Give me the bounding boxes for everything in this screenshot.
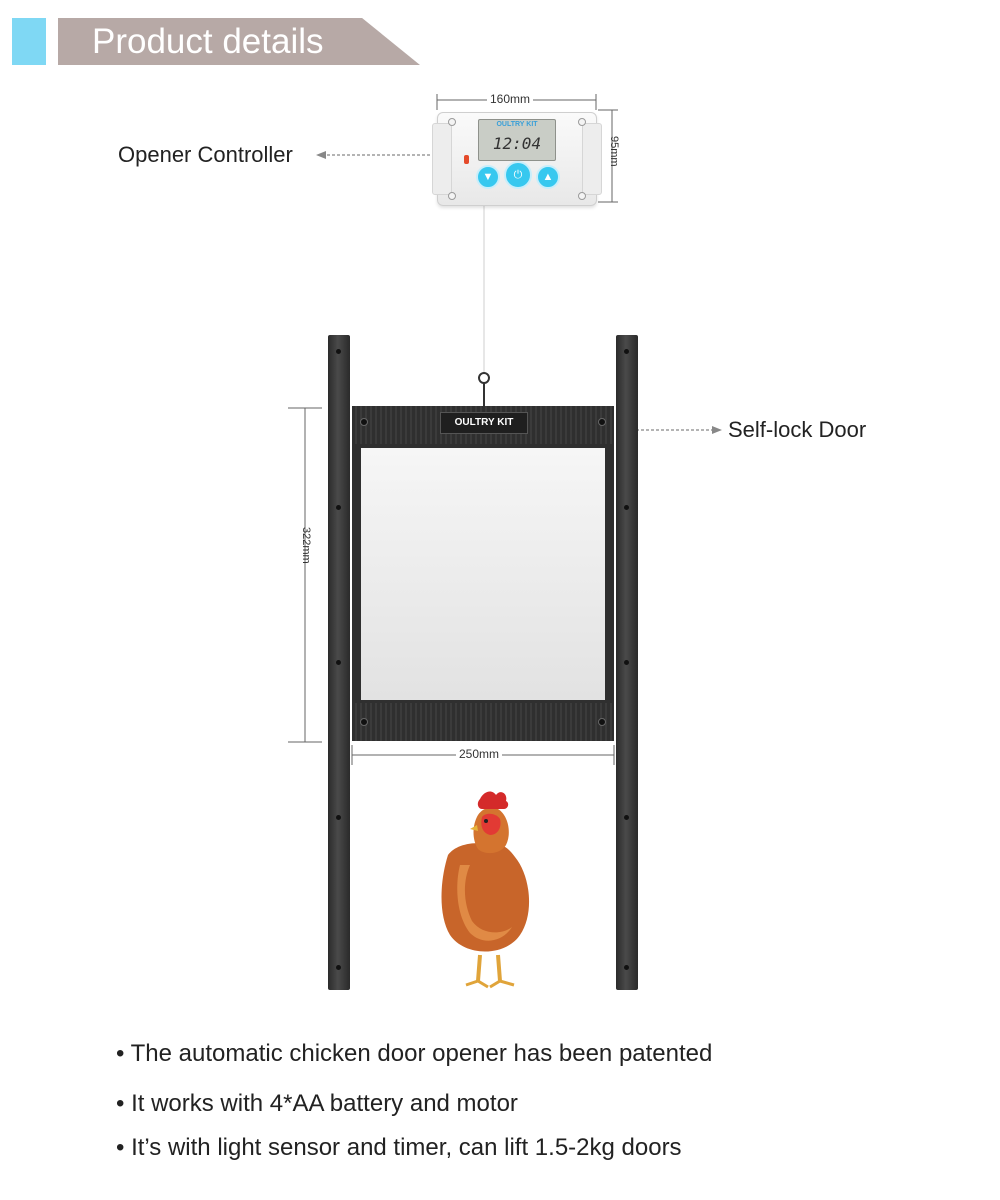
door-height-label: 322mm [300,527,312,564]
door-rail-right [616,335,638,990]
self-lock-door-label: Self-lock Door [728,417,867,442]
door-panel [361,448,605,700]
controller-mount-left [432,123,452,195]
header-banner [58,18,420,65]
controller-mount-right [582,123,602,195]
controller-lcd: OULTRY KIT 12:04 [478,119,556,161]
feature-battery: • It works with 4*AA battery and motor [116,1090,518,1117]
door-bottom-band [352,703,614,741]
controller-height-label: 95mm [608,136,620,167]
up-arrow-button[interactable]: ▲ [536,165,560,189]
chicken-image [441,791,530,989]
screw-icon [360,718,368,726]
screw-icon [578,192,586,200]
screw-icon [598,718,606,726]
opener-controller: OULTRY KIT 12:04 ▼ ⏻ ▲ [432,112,602,206]
down-arrow-button[interactable]: ▼ [476,165,500,189]
screw-icon [598,418,606,426]
door-rail-left [328,335,350,990]
screw-icon [578,118,586,126]
screw-icon [448,118,456,126]
screw-icon [360,418,368,426]
door-width-label: 250mm [456,747,503,761]
feature-patent: • The automatic chicken door opener has … [116,1040,713,1067]
controller-time: 12:04 [492,134,542,153]
power-button[interactable]: ⏻ [504,161,532,189]
feature-sensor-timer: • It’s with light sensor and timer, can … [116,1134,682,1161]
opener-controller-label: Opener Controller [118,142,293,167]
status-led-icon [464,155,469,164]
door-brand: OULTRY KIT [440,412,528,434]
controller-width-label: 160mm [487,92,534,106]
controller-brand: OULTRY KIT [496,121,538,128]
self-lock-door: OULTRY KIT [352,406,614,741]
screw-icon [448,192,456,200]
header-accent-block [12,18,46,65]
page-title: Product details [92,22,324,61]
